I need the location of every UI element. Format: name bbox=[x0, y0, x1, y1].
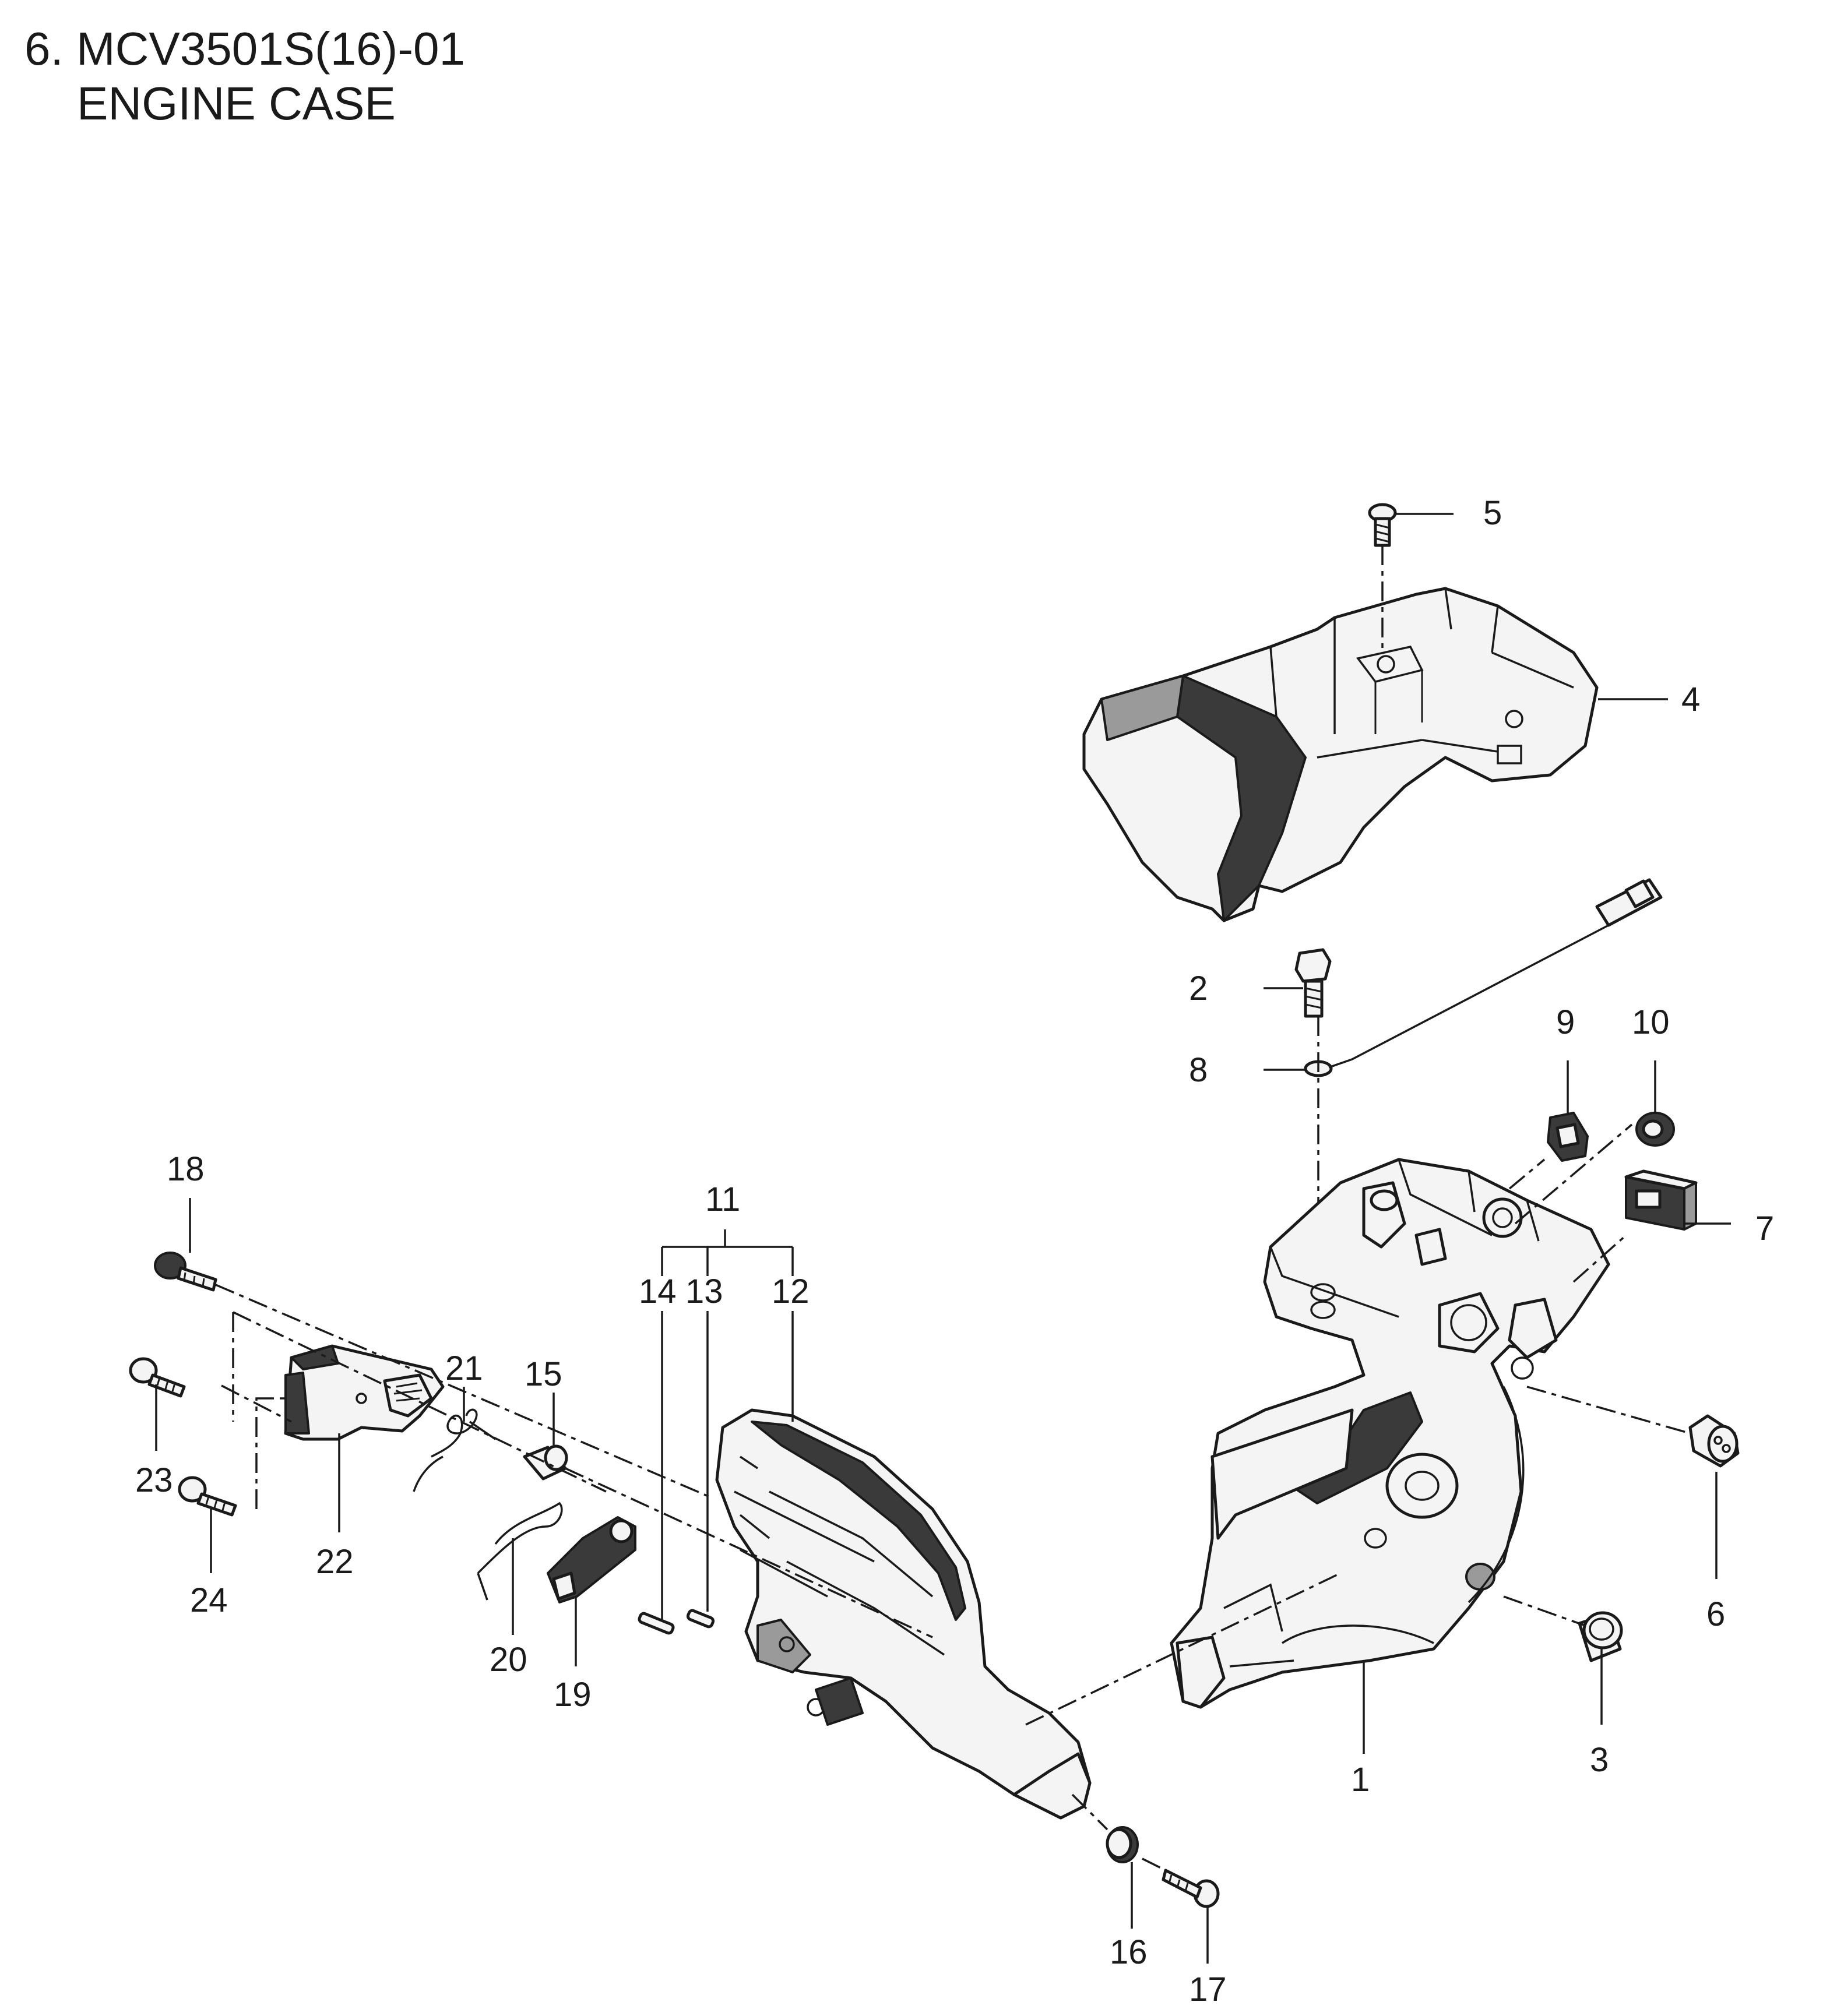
callout-11: 11 bbox=[705, 1180, 740, 1218]
callout-16: 16 bbox=[1110, 1933, 1148, 1971]
part-13-pin bbox=[686, 1609, 715, 1629]
callout-22: 22 bbox=[316, 1543, 354, 1581]
part-7-switch bbox=[1624, 1169, 1698, 1231]
part-4-top-cover bbox=[1082, 587, 1599, 922]
callout-5: 5 bbox=[1483, 494, 1502, 532]
callout-12: 12 bbox=[772, 1273, 810, 1310]
callout-15: 15 bbox=[525, 1355, 562, 1393]
callout-6: 6 bbox=[1706, 1595, 1725, 1633]
part-12-hand-guard bbox=[715, 1408, 1092, 1820]
callout-19: 19 bbox=[554, 1676, 592, 1714]
part-24-screw bbox=[178, 1476, 237, 1517]
leader-lines bbox=[155, 513, 1731, 1964]
diagram-title: 6. MCV3501S(16)-01 bbox=[24, 23, 465, 75]
callout-2: 2 bbox=[1189, 970, 1208, 1007]
part-20-spring-wire bbox=[477, 1502, 563, 1601]
part-10-grommet bbox=[1635, 1112, 1675, 1147]
callout-1: 1 bbox=[1351, 1761, 1370, 1799]
assembly-lines bbox=[215, 1123, 1691, 1872]
part-14-pin bbox=[638, 1612, 675, 1635]
callout-21: 21 bbox=[445, 1349, 483, 1387]
part-21-torsion-spring bbox=[413, 1408, 496, 1492]
part-1-engine-case bbox=[1170, 1158, 1610, 1709]
callout-3: 3 bbox=[1590, 1741, 1609, 1779]
callout-13: 13 bbox=[685, 1273, 723, 1310]
callout-8: 8 bbox=[1189, 1051, 1208, 1089]
diagram-subtitle: ENGINE CASE bbox=[77, 77, 396, 129]
part-16-washer bbox=[1106, 1826, 1139, 1863]
callout-24: 24 bbox=[190, 1581, 228, 1619]
part-5-screw bbox=[1368, 503, 1397, 653]
part-19-brake-lever bbox=[547, 1516, 636, 1603]
part-9-grommet bbox=[1547, 1112, 1589, 1162]
callout-9: 9 bbox=[1556, 1003, 1575, 1041]
callout-18: 18 bbox=[167, 1150, 205, 1188]
callout-labels: 5 4 2 8 9 10 7 6 3 1 11 14 13 12 21 15 1… bbox=[135, 494, 1774, 2008]
part-22-brake-arm bbox=[284, 1344, 445, 1441]
callout-20: 20 bbox=[490, 1641, 527, 1679]
part-18-bolt bbox=[154, 1252, 217, 1292]
callout-23: 23 bbox=[135, 1461, 173, 1499]
part-2-bolt bbox=[1294, 948, 1332, 1018]
callout-7: 7 bbox=[1755, 1210, 1774, 1247]
callout-10: 10 bbox=[1632, 1003, 1670, 1041]
part-6-plug bbox=[1688, 1414, 1740, 1468]
part-3-cap bbox=[1578, 1611, 1623, 1662]
part-15-collar bbox=[523, 1444, 568, 1481]
callout-17: 17 bbox=[1189, 1971, 1227, 2008]
callout-4: 4 bbox=[1681, 681, 1700, 718]
part-23-screw bbox=[129, 1357, 186, 1398]
part-17-screw bbox=[1162, 1869, 1220, 1908]
part-8-earth-wire bbox=[1304, 878, 1663, 1077]
callout-14: 14 bbox=[639, 1273, 677, 1310]
